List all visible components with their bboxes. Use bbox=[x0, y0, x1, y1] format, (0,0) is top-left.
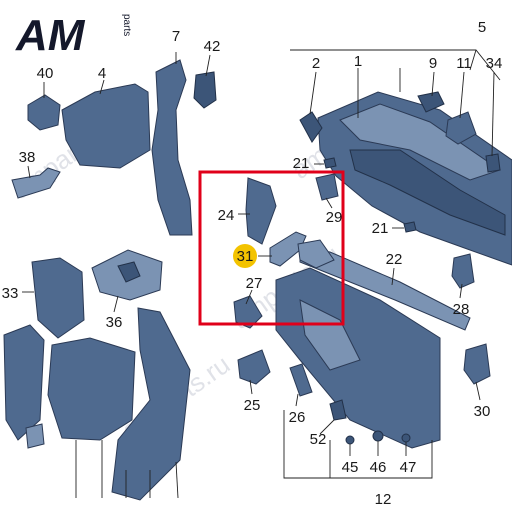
rear-floor-well bbox=[299, 299, 361, 371]
label-4: 4 bbox=[98, 65, 106, 82]
label-11: 11 bbox=[456, 55, 472, 72]
part-33 bbox=[31, 257, 85, 339]
logo-suffix: parts bbox=[121, 14, 132, 36]
part-9 bbox=[417, 91, 445, 113]
label-24: 24 bbox=[218, 207, 235, 224]
part-36-hole bbox=[117, 261, 141, 283]
label-29: 29 bbox=[326, 209, 343, 226]
part-4 bbox=[61, 83, 151, 169]
label-34: 34 bbox=[486, 55, 503, 72]
part-21-upper bbox=[323, 157, 337, 169]
part-7 bbox=[151, 59, 193, 236]
callout-labels: 1 4 5 7 9 11 12 2 21 21 22 24 25 26 27 2… bbox=[2, 19, 503, 508]
logo-text: AM bbox=[15, 11, 86, 60]
label-47: 47 bbox=[400, 459, 417, 476]
rail-front-part bbox=[297, 239, 335, 269]
label-21-upper: 21 bbox=[293, 155, 310, 172]
label-2: 2 bbox=[312, 55, 320, 72]
part-2 bbox=[299, 111, 323, 143]
label-7: 7 bbox=[172, 28, 180, 45]
part-29 bbox=[315, 173, 339, 201]
label-45: 45 bbox=[342, 459, 359, 476]
part-28 bbox=[451, 253, 475, 289]
label-12: 12 bbox=[375, 491, 392, 508]
highlight-box bbox=[198, 170, 345, 326]
label-22: 22 bbox=[386, 251, 403, 268]
label-31: 31 bbox=[237, 248, 254, 265]
label-40: 40 bbox=[37, 65, 54, 82]
label-25: 25 bbox=[244, 397, 261, 414]
left-pillar-part bbox=[3, 324, 45, 441]
highlight-marker bbox=[233, 244, 257, 268]
part-42 bbox=[193, 71, 217, 109]
label-26: 26 bbox=[289, 409, 306, 426]
label-21-lower: 21 bbox=[372, 220, 389, 237]
label-9: 9 bbox=[429, 55, 437, 72]
floor-panel-tunnel bbox=[349, 149, 506, 236]
label-38: 38 bbox=[19, 149, 36, 166]
part-34 bbox=[485, 153, 501, 173]
label-33: 33 bbox=[2, 285, 19, 302]
label-27: 27 bbox=[246, 275, 263, 292]
am-parts-logo: AM parts bbox=[15, 11, 132, 60]
label-42: 42 bbox=[204, 38, 221, 55]
label-52: 52 bbox=[310, 431, 327, 448]
part-27 bbox=[233, 295, 263, 329]
wheel-arch-part bbox=[47, 337, 136, 441]
label-28: 28 bbox=[453, 301, 470, 318]
part-30 bbox=[463, 343, 491, 385]
label-1: 1 bbox=[354, 53, 362, 70]
label-46: 46 bbox=[370, 459, 387, 476]
label-30: 30 bbox=[474, 403, 491, 420]
bolt-45 bbox=[345, 435, 355, 445]
part-24 bbox=[245, 177, 277, 245]
part-26 bbox=[289, 363, 313, 397]
label-5: 5 bbox=[478, 19, 486, 36]
part-21-lower bbox=[403, 221, 417, 233]
bolt-47 bbox=[401, 433, 411, 443]
part-38 bbox=[11, 167, 61, 199]
leader-lines bbox=[22, 49, 501, 499]
small-bracket-part bbox=[25, 423, 45, 449]
part-52 bbox=[329, 399, 347, 421]
floor-panel-ridge bbox=[339, 103, 502, 181]
part-40 bbox=[27, 94, 61, 131]
part-11 bbox=[445, 111, 477, 145]
label-36: 36 bbox=[106, 314, 123, 331]
part-25 bbox=[237, 349, 271, 385]
bolt-46 bbox=[372, 430, 384, 442]
